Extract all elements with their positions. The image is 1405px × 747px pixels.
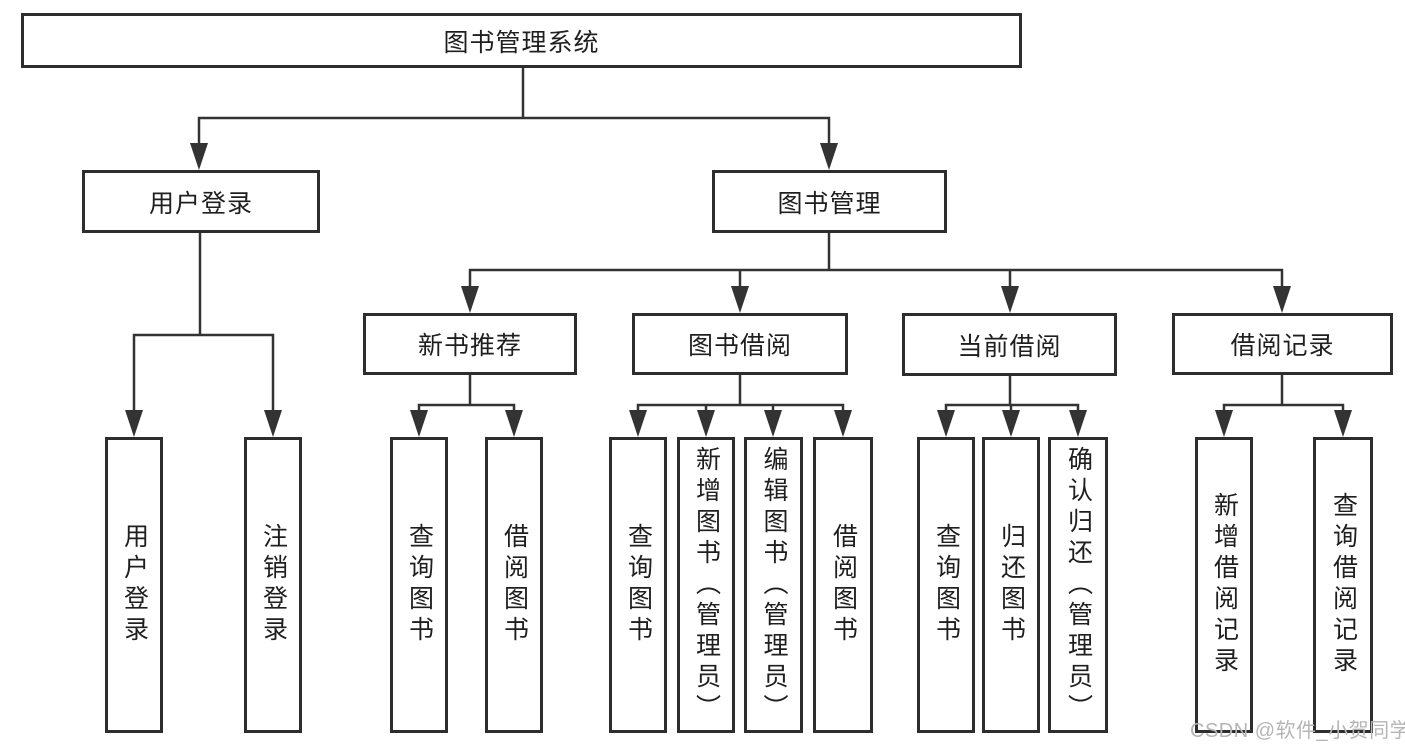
arrowhead-icon (1069, 410, 1087, 437)
arrowhead-icon (410, 410, 428, 437)
arrowhead-icon (834, 410, 852, 437)
arrowhead-icon (264, 410, 282, 437)
node-book-management-label: 图书管理 (777, 189, 882, 218)
leaf-query-books-recommend-label: 查询图书 (405, 523, 434, 647)
arrowhead-icon (697, 410, 715, 437)
leaf-confirm-return-admin: 确认归还（管理员） (1048, 437, 1108, 733)
node-user-login: 用户登录 (82, 170, 320, 233)
leaf-logout: 注销登录 (244, 437, 302, 733)
leaf-edit-books-admin: 编辑图书（管理员） (744, 437, 803, 733)
arrowhead-icon (1215, 410, 1233, 437)
leaf-return-books: 归还图书 (982, 437, 1040, 733)
leaf-borrow-books-borrowing: 借阅图书 (813, 437, 873, 733)
leaf-confirm-return-admin-label: 确认归还（管理员） (1064, 445, 1093, 725)
connector-user-login-to-leaves (132, 231, 275, 434)
leaf-add-borrow-record: 新增借阅记录 (1195, 437, 1253, 733)
node-root: 图书管理系统 (21, 13, 1022, 68)
node-new-book-recommend: 新书推荐 (363, 313, 577, 375)
connector-book-borrowing-to-leaves (636, 373, 845, 434)
leaf-query-books-borrowing: 查询图书 (609, 437, 667, 733)
node-book-borrowing: 图书借阅 (632, 313, 848, 375)
leaf-edit-books-admin-label: 编辑图书（管理员） (760, 445, 788, 725)
arrowhead-icon (125, 410, 143, 437)
node-root-label: 图书管理系统 (443, 28, 600, 57)
arrowhead-icon (505, 410, 523, 437)
node-borrowing-records: 借阅记录 (1172, 313, 1393, 375)
leaf-logout-label: 注销登录 (259, 523, 288, 647)
connector-book-management-to-level3 (468, 231, 1284, 310)
arrowhead-icon (1273, 286, 1291, 313)
node-borrowing-records-label: 借阅记录 (1230, 332, 1335, 360)
leaf-query-borrow-record: 查询借阅记录 (1313, 437, 1373, 733)
arrowhead-icon (629, 410, 647, 437)
arrowheads (125, 143, 1352, 437)
connector-borrowing-records-to-leaves (1222, 373, 1345, 434)
connector-new-book-recommend-to-leaves (417, 373, 516, 434)
leaf-query-books-borrowing-label: 查询图书 (624, 523, 653, 647)
node-current-borrowing-label: 当前借阅 (957, 332, 1062, 361)
arrowhead-icon (820, 143, 838, 170)
arrowhead-icon (764, 410, 782, 437)
arrowhead-icon (1001, 286, 1019, 313)
arrowhead-icon (1002, 410, 1020, 437)
arrowhead-icon (190, 143, 208, 170)
node-book-management: 图书管理 (712, 170, 947, 233)
leaf-user-login: 用户登录 (105, 437, 163, 733)
leaf-return-books-label: 归还图书 (997, 523, 1026, 647)
node-new-book-recommend-label: 新书推荐 (417, 332, 522, 360)
leaf-borrow-books-recommend: 借阅图书 (485, 437, 543, 733)
leaf-query-books-current-label: 查询图书 (932, 523, 961, 647)
node-current-borrowing: 当前借阅 (902, 313, 1117, 376)
node-book-borrowing-label: 图书借阅 (687, 332, 792, 360)
connector-root-to-level2 (197, 66, 831, 167)
leaf-add-books-admin-label: 新增图书（管理员） (692, 445, 721, 725)
leaf-borrow-books-recommend-label: 借阅图书 (500, 523, 529, 647)
leaf-add-books-admin: 新增图书（管理员） (677, 437, 735, 733)
leaf-query-books-recommend: 查询图书 (390, 437, 448, 733)
arrowhead-icon (731, 286, 749, 313)
node-user-login-label: 用户登录 (148, 189, 253, 218)
leaf-borrow-books-borrowing-label: 借阅图书 (829, 523, 858, 647)
arrowhead-icon (461, 286, 479, 313)
leaf-query-borrow-record-label: 查询借阅记录 (1329, 492, 1358, 678)
arrowhead-icon (937, 410, 955, 437)
leaf-add-borrow-record-label: 新增借阅记录 (1210, 492, 1239, 678)
arrowhead-icon (1334, 410, 1352, 437)
leaf-user-login-label: 用户登录 (120, 523, 149, 647)
leaf-query-books-current: 查询图书 (917, 437, 975, 733)
csdn-watermark: CSDN @软件_小贺同学 (1190, 720, 1405, 742)
